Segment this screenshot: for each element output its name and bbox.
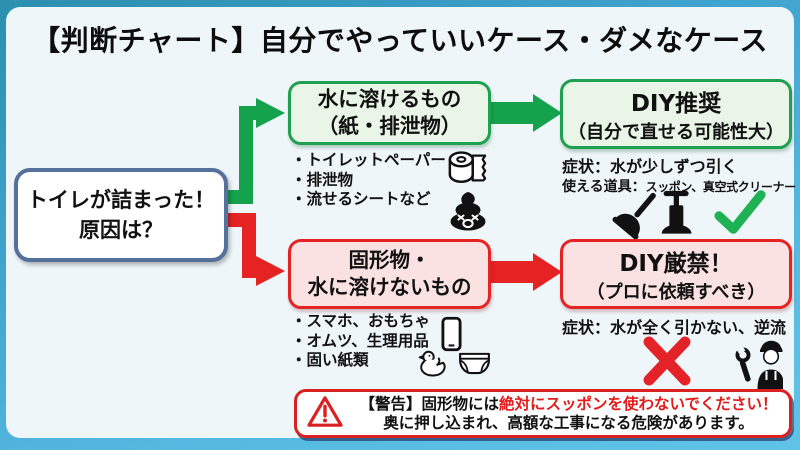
warning-highlight: 絶対にスッポンを使わないでください！ [498, 394, 778, 413]
list-item: ・排泄物 [291, 170, 354, 189]
red-elbow-arrow [214, 213, 285, 286]
warning-prefix: 【警告】固形物には [359, 394, 499, 413]
warning-line1: 【警告】固形物には絶対にスッポンを使わないでください！ [348, 395, 789, 414]
soluble-line2: （紙・排泄物） [317, 114, 462, 138]
check-icon [714, 190, 766, 238]
soluble-examples: ・トイレットペーパー ・排泄物 ・流せるシートなど [291, 151, 446, 210]
plunger-icon [610, 192, 658, 244]
diy-ng-line2: （プロに依頼すべき） [586, 282, 766, 303]
diy-ok-line2: （自分で直せる可能性大） [568, 122, 784, 143]
list-item: ・オムツ、生理用品 [291, 331, 429, 350]
smartphone-icon [441, 316, 462, 356]
toilet-paper-icon [444, 148, 490, 192]
list-item: ・流せるシートなど [291, 190, 431, 208]
solid-node: 固形物・ 水に溶けないもの [288, 239, 491, 309]
page-title: 【判断チャート】自分でやっていいケース・ダメなケース [32, 24, 768, 57]
solid-examples: ・スマホ、おもちゃ ・オムツ、生理用品 ・固い紙類 [291, 312, 430, 371]
cause-line2: 原因は？ [79, 218, 163, 242]
soluble-node: 水に溶けるもの （紙・排泄物） [288, 81, 491, 145]
diy-ok-node: DIY推奨 （自分で直せる可能性大） [560, 79, 792, 149]
diy-ok-symptom: 症状：水が少しずつ引く [562, 157, 738, 176]
warning-line2: 奥に押し込まれ、高額な工事になる危険があります。 [383, 413, 754, 432]
list-item: ・固い紙類 [291, 351, 369, 369]
soluble-line1: 水に溶けるもの [317, 87, 462, 112]
duck-icon [418, 349, 448, 381]
plumber-icon [729, 334, 785, 394]
list-item: ・スマホ、おもちゃ [291, 312, 431, 330]
cause-node: トイレが詰まった！ 原因は？ [14, 168, 228, 262]
list-item: ・トイレットペーパー [291, 151, 446, 169]
warning-text: 【警告】固形物には絶対にスッポンを使わないでください！ 奥に押し込まれ、高額な工… [348, 395, 789, 433]
diy-ng-symptom: 症状：水が全く引かない、逆流 [562, 318, 787, 337]
cross-icon [640, 336, 694, 390]
warning-box: 【警告】固形物には絶対にスッポンを使わないでください！ 奥に押し込まれ、高額な工… [294, 389, 792, 438]
vacuum-pump-icon [657, 188, 701, 242]
poop-icon [447, 190, 489, 236]
diy-ng-line1: DIY厳禁！ [619, 251, 733, 277]
green-straight-arrow [484, 94, 562, 132]
solid-line2: 水に溶けないもの [307, 275, 472, 299]
red-straight-arrow [484, 253, 562, 291]
warning-triangle-icon [306, 395, 344, 432]
diaper-icon [457, 351, 492, 379]
cause-line1: トイレが詰まった！ [26, 187, 216, 212]
solid-line1: 固形物・ [348, 248, 431, 273]
diy-ok-line1: DIY推奨 [630, 91, 722, 117]
diy-ok-tools: 使える道具：スッポン、真空式クリーナー [562, 176, 796, 196]
tools-label: 使える道具： [562, 179, 646, 195]
diy-ng-node: DIY厳禁！ （プロに依頼すべき） [560, 239, 792, 309]
green-elbow-arrow [214, 98, 285, 204]
tools-value: スッポン、真空式クリーナー [645, 180, 796, 194]
